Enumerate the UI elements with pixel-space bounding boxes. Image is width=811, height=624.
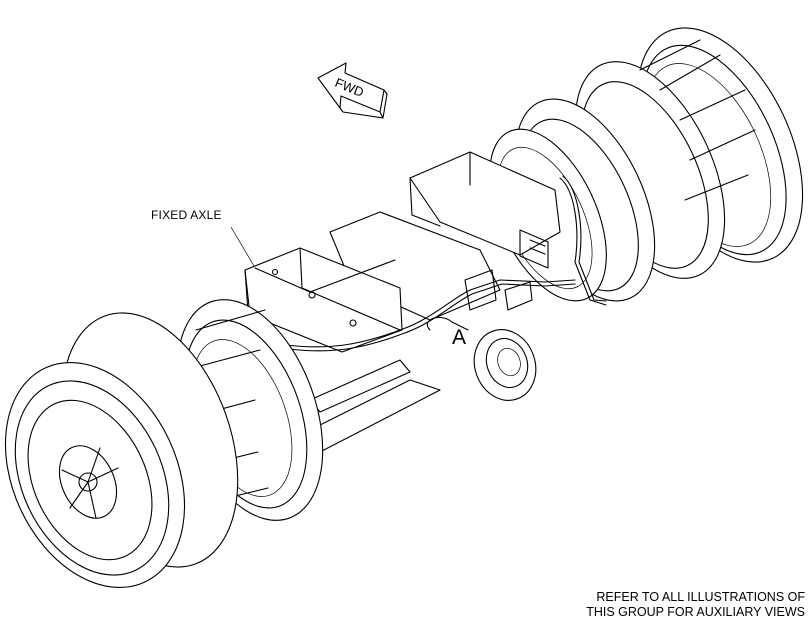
fixed-axle-leader	[230, 226, 255, 267]
fwd-arrow: FWD	[317, 62, 388, 119]
right-wheel	[489, 27, 804, 302]
footnote-line-2: THIS GROUP FOR AUXILIARY VIEWS	[586, 605, 805, 619]
differential	[426, 269, 537, 401]
left-wheel	[4, 299, 324, 588]
view-a-label: A	[452, 326, 467, 349]
footnote-line-1: REFER TO ALL ILLUSTRATIONS OF	[596, 590, 805, 604]
footnote: REFER TO ALL ILLUSTRATIONS OF THIS GROUP…	[586, 590, 805, 620]
fixed-axle-label: FIXED AXLE	[151, 208, 222, 222]
axle-housing	[244, 151, 607, 353]
